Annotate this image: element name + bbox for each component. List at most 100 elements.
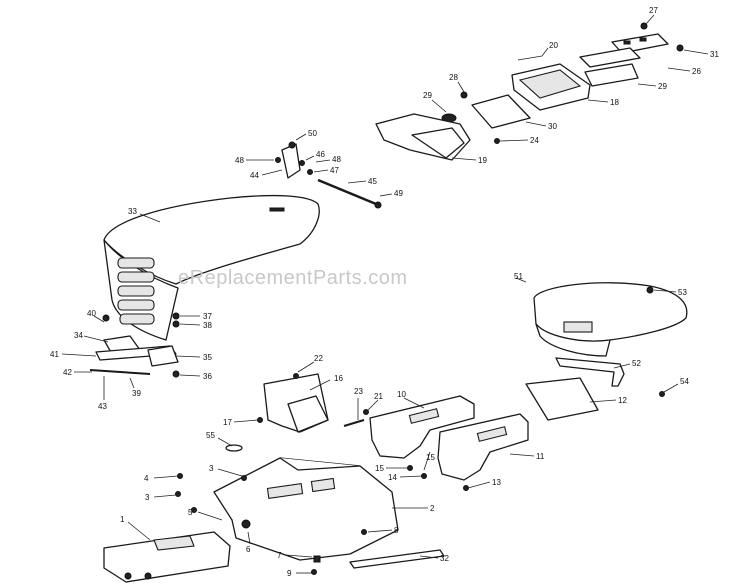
callout-52: 52: [613, 359, 641, 369]
seat-support-bracket-19: [375, 113, 471, 161]
svg-text:17: 17: [223, 418, 232, 427]
callout-40: 40: [87, 309, 105, 323]
callout-22: 22: [297, 354, 323, 373]
callout-7: 7: [277, 551, 313, 560]
svg-text:55: 55: [206, 431, 215, 440]
callout-30: 30: [525, 121, 557, 131]
seat-bracket-plate-29: [579, 47, 641, 87]
svg-text:28: 28: [449, 73, 458, 82]
callout-1: 1: [120, 515, 151, 541]
callout-31: 31: [683, 49, 719, 59]
svg-text:2: 2: [430, 504, 435, 513]
callout-17: 17: [223, 418, 259, 427]
small-hardware-dash: [225, 373, 369, 452]
svg-text:9: 9: [287, 569, 292, 578]
callout-34: 34: [74, 331, 109, 343]
callout-21: 21: [367, 392, 383, 411]
fuel-tank-18: [511, 63, 591, 111]
svg-text:22: 22: [314, 354, 323, 363]
svg-text:33: 33: [128, 207, 137, 216]
svg-text:20: 20: [549, 41, 558, 50]
seat-hinge-52: [555, 357, 625, 387]
svg-text:43: 43: [98, 402, 107, 411]
svg-text:48: 48: [235, 156, 244, 165]
callout-42: 42: [63, 368, 92, 377]
callout-48b: 48: [315, 155, 341, 164]
callout-47: 47: [313, 166, 339, 175]
callout-50: 50: [295, 129, 317, 141]
svg-text:50: 50: [308, 129, 317, 138]
svg-text:34: 34: [74, 331, 83, 340]
callout-5: 5: [188, 508, 223, 521]
frame-side-11: [437, 413, 529, 481]
svg-text:24: 24: [530, 136, 539, 145]
callout-46: 46: [305, 150, 325, 161]
svg-text:18: 18: [610, 98, 619, 107]
watermark: eReplacementParts.com: [178, 267, 407, 289]
callout-32: 32: [419, 554, 449, 563]
callout-4: 4: [144, 474, 179, 483]
svg-text:48: 48: [332, 155, 341, 164]
skid-plate-32: [349, 549, 445, 569]
svg-text:1: 1: [120, 515, 125, 524]
svg-text:3: 3: [209, 464, 214, 473]
callout-16: 16: [309, 374, 343, 391]
callout-44: 44: [250, 169, 283, 180]
callout-28: 28: [449, 73, 465, 93]
svg-text:7: 7: [277, 551, 282, 560]
callout-12: 12: [589, 396, 627, 405]
svg-text:11: 11: [536, 452, 545, 461]
hood-brackets: [89, 314, 180, 394]
svg-text:12: 12: [618, 396, 627, 405]
svg-text:52: 52: [632, 359, 641, 368]
footrest-plate-1: [103, 531, 231, 583]
callout-41: 41: [50, 350, 97, 359]
svg-text:32: 32: [440, 554, 449, 563]
hood-grille-slots: [117, 257, 155, 325]
callouts: 1 2 3 3 4 5 6 7 8 9 10 11 12 13 14 15 15…: [50, 6, 719, 578]
svg-text:15: 15: [375, 464, 384, 473]
callout-3b: 3: [145, 493, 177, 502]
callout-51: 51: [514, 272, 527, 283]
svg-text:4: 4: [144, 474, 149, 483]
callout-26: 26: [667, 67, 701, 76]
svg-text:30: 30: [548, 122, 557, 131]
callout-24: 24: [499, 136, 539, 145]
callout-54: 54: [663, 377, 689, 393]
svg-text:35: 35: [203, 353, 212, 362]
callout-10: 10: [397, 390, 425, 409]
svg-text:46: 46: [316, 150, 325, 159]
callout-49: 49: [379, 189, 403, 198]
callout-55: 55: [206, 431, 233, 447]
svg-text:31: 31: [710, 50, 719, 59]
frame-side-10: [369, 395, 475, 459]
svg-text:6: 6: [246, 545, 251, 554]
svg-text:37: 37: [203, 312, 212, 321]
callout-36: 36: [179, 372, 212, 381]
callout-29a: 29: [423, 91, 447, 113]
svg-text:23: 23: [354, 387, 363, 396]
svg-text:19: 19: [478, 156, 487, 165]
svg-text:10: 10: [397, 390, 406, 399]
callout-6: 6: [246, 531, 251, 554]
svg-text:54: 54: [680, 377, 689, 386]
svg-text:3: 3: [145, 493, 150, 502]
battery-tray-30: [471, 94, 531, 129]
svg-text:44: 44: [250, 171, 259, 180]
callout-53: 53: [653, 288, 687, 297]
callout-35: 35: [175, 353, 212, 362]
callout-33: 33: [128, 207, 161, 223]
svg-text:29: 29: [423, 91, 432, 100]
svg-text:49: 49: [394, 189, 403, 198]
svg-text:26: 26: [692, 67, 701, 76]
svg-text:41: 41: [50, 350, 59, 359]
callout-11: 11: [509, 452, 545, 461]
callout-2: 2: [392, 504, 435, 513]
svg-text:38: 38: [203, 321, 212, 330]
small-hardware-top: [460, 22, 684, 144]
svg-text:5: 5: [188, 508, 193, 517]
callout-14: 14: [388, 473, 423, 482]
svg-text:36: 36: [203, 372, 212, 381]
callout-43: 43: [98, 394, 107, 411]
